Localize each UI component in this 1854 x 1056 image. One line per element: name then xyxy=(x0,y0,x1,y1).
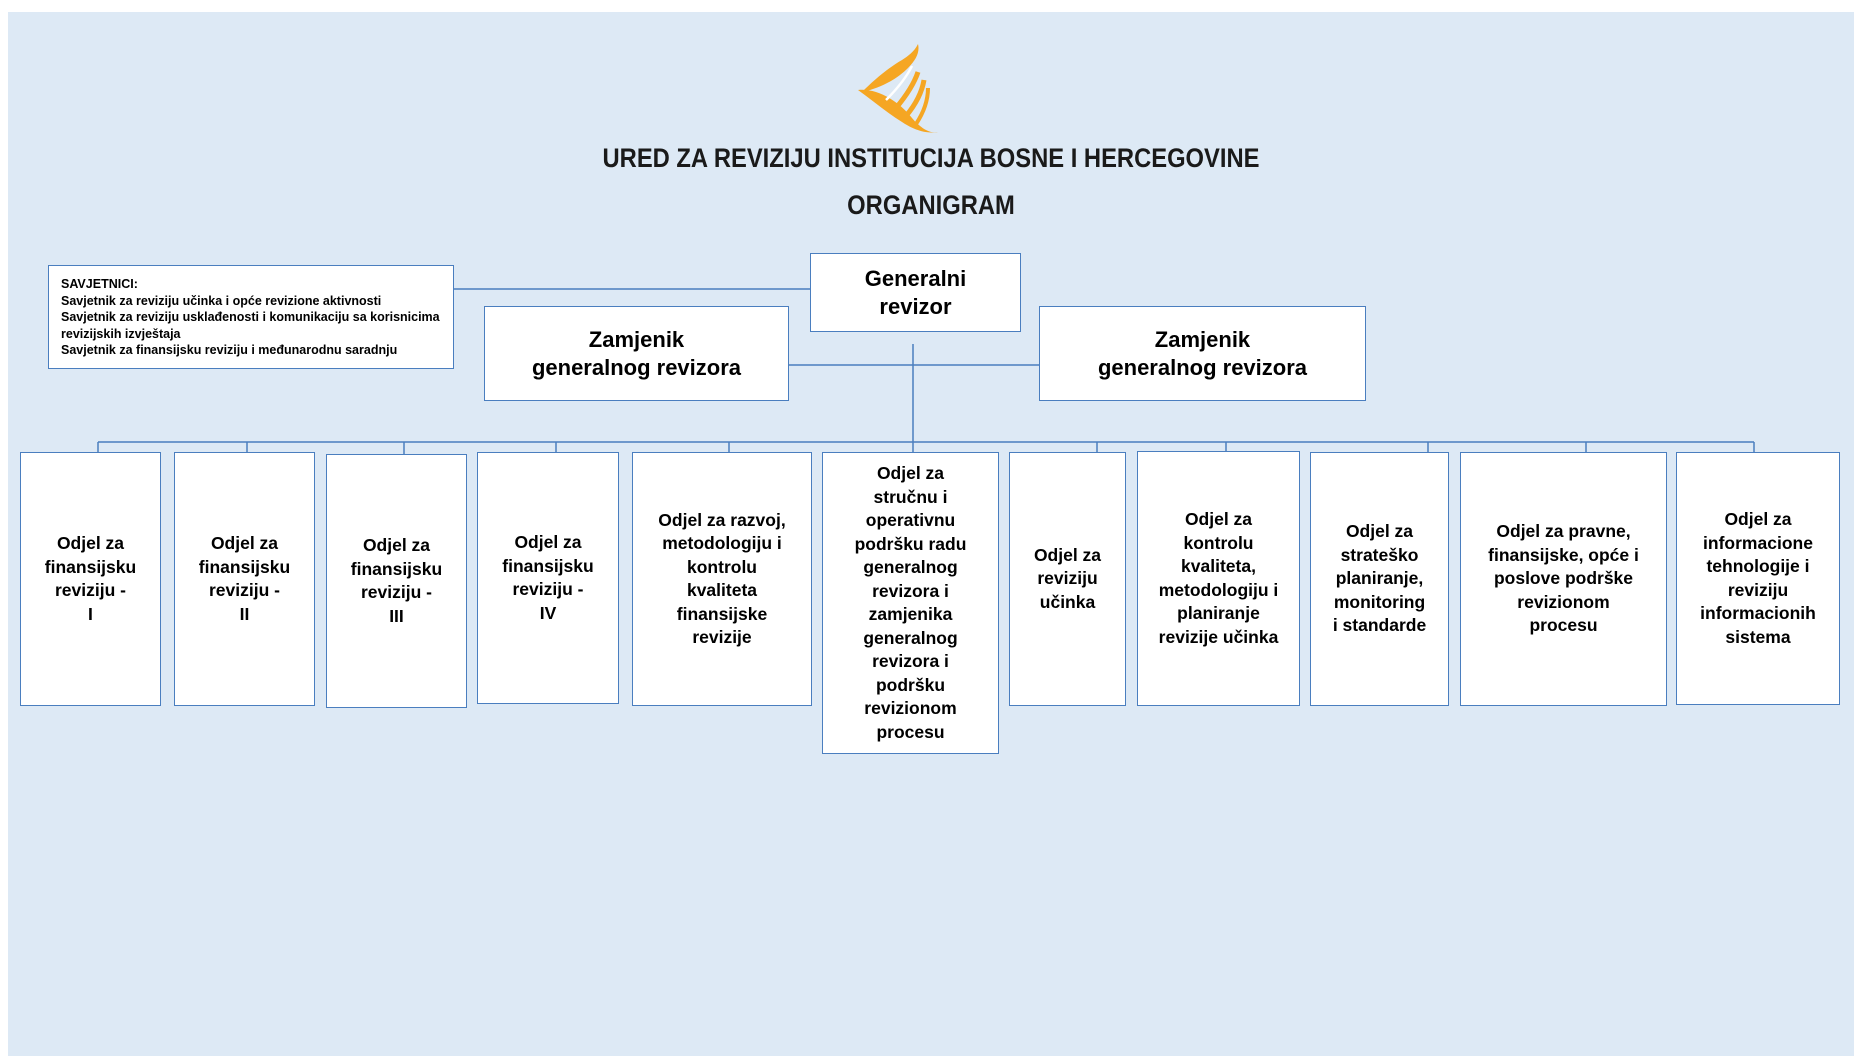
department-box-10: Odjel za pravne, finansijske, opće i pos… xyxy=(1460,452,1667,706)
department-box-1: Odjel za finansijsku reviziju - I xyxy=(20,452,161,706)
department-box-5: Odjel za razvoj, metodologiju i kontrolu… xyxy=(632,452,812,706)
department-box-8: Odjel za kontrolu kvaliteta, metodologij… xyxy=(1137,451,1300,706)
department-box-3: Odjel za finansijsku reviziju - III xyxy=(326,454,467,708)
advisor-item: Savjetnik za reviziju učinka i opće revi… xyxy=(61,293,382,308)
page-subtitle: ORGANIGRAM xyxy=(847,190,1015,220)
advisor-item: Savjetnik za finansijsku reviziju i među… xyxy=(61,343,398,357)
advisors-box: SAVJETNICI: Savjetnik za reviziju učinka… xyxy=(48,265,454,369)
page-title: URED ZA REVIZIJU INSTITUCIJA BOSNE I HER… xyxy=(602,143,1260,173)
general-auditor-label: Generalni revizor xyxy=(864,265,967,319)
department-box-4: Odjel za finansijsku reviziju - IV xyxy=(477,452,619,704)
department-box-11: Odjel za informacione tehnologije i revi… xyxy=(1676,452,1840,705)
deputy-right-label: Zamjenik generalnog revizora xyxy=(1097,326,1308,380)
advisors-heading: SAVJETNICI: xyxy=(61,277,138,291)
advisor-item: Savjetnik za reviziju usklađenosti i kom… xyxy=(61,310,440,341)
department-box-6: Odjel za stručnu i operativnu podršku ra… xyxy=(822,452,999,754)
department-box-7: Odjel za reviziju učinka xyxy=(1009,452,1126,706)
deputy-right-box: Zamjenik generalnog revizora xyxy=(1039,306,1366,401)
diagram-canvas: URED ZA REVIZIJU INSTITUCIJA BOSNE I HER… xyxy=(8,12,1854,1056)
logo-icon xyxy=(858,44,938,133)
department-box-2: Odjel za finansijsku reviziju - II xyxy=(174,452,315,706)
deputy-left-box: Zamjenik generalnog revizora xyxy=(484,306,789,401)
deputy-left-label: Zamjenik generalnog revizora xyxy=(531,326,742,380)
department-box-9: Odjel za strateško planiranje, monitorin… xyxy=(1310,452,1449,706)
general-auditor-box: Generalni revizor xyxy=(810,253,1021,332)
